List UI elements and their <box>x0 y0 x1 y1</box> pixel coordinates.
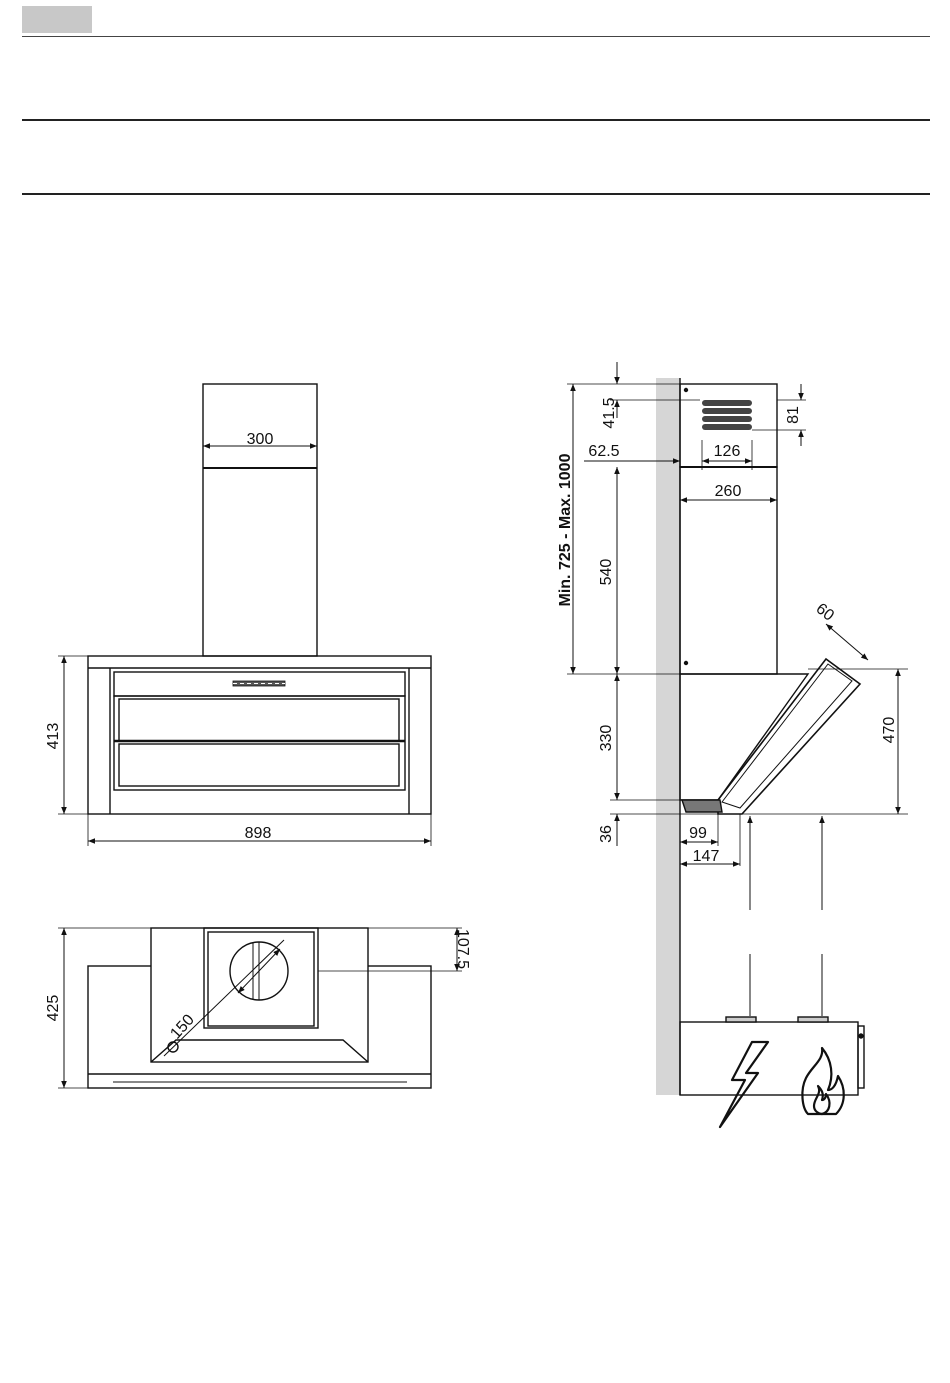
dim-depth: 425 <box>45 995 62 1022</box>
dim-chimney-depth: 260 <box>715 483 742 500</box>
hob <box>680 1022 858 1095</box>
dim-panel-thickness: 60 <box>813 600 838 624</box>
dim-bottom-depth: 99 <box>689 825 707 842</box>
dim-outlet-width: 126 <box>714 443 741 460</box>
dim-motor-offset: 41.5 <box>601 397 618 428</box>
dim-lower-edge-depth: 147 <box>693 848 720 865</box>
dim-outlet-offset: 107.5 <box>454 929 471 969</box>
dim-total-canopy-height: 470 <box>881 717 898 744</box>
lightning-icon <box>720 1042 768 1127</box>
dim-bottom-gap: 36 <box>598 825 615 843</box>
side-canopy-body <box>680 674 808 800</box>
dim-chimney-lower: 540 <box>598 559 615 586</box>
flame-icon <box>802 1048 843 1114</box>
dim-chimney-height-range: Min. 725 - Max. 1000 <box>557 453 574 606</box>
dim-width: 898 <box>245 825 272 842</box>
dim-outlet-height: 81 <box>785 406 802 424</box>
top-view <box>58 928 462 1088</box>
vent-grille <box>702 400 752 430</box>
dim-body-height: 330 <box>598 725 615 752</box>
side-glass-panel <box>718 659 860 814</box>
dim-height: 413 <box>45 723 62 750</box>
dim-wall-to-outlet: 62.5 <box>588 443 619 460</box>
wall <box>656 378 680 1095</box>
front-view <box>58 384 431 846</box>
dim-chimney-width: 300 <box>247 431 274 448</box>
side-view <box>567 362 908 1095</box>
front-chimney <box>203 384 317 656</box>
